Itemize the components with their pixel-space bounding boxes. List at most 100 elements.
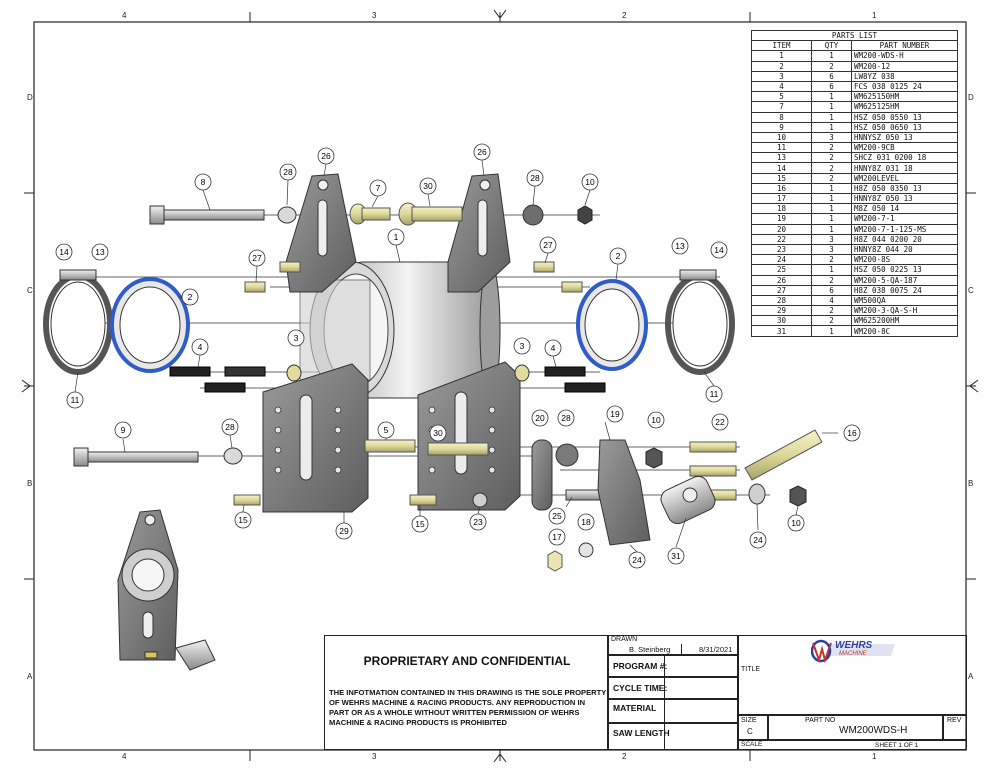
title-area: TITLE WEHRS MACHINE — [738, 635, 967, 715]
zone-col-2-bottom: 2 — [622, 752, 627, 761]
logo-text: WEHRS — [835, 640, 873, 651]
balloon-circle — [539, 236, 557, 254]
balloon-number: 10 — [791, 518, 801, 528]
balloon-number: 28 — [530, 173, 540, 183]
balloon-circle — [749, 531, 767, 549]
balloon-leader-lines — [74, 159, 838, 553]
zone-col-3-bottom: 3 — [372, 752, 377, 761]
balloon-number: 10 — [651, 415, 661, 425]
balloon-circle — [234, 511, 252, 529]
proprietary-box: PROPRIETARY AND CONFIDENTIAL THE INFOTMA… — [324, 635, 608, 750]
balloon-number: 13 — [95, 247, 105, 257]
zone-row-a: A — [27, 672, 33, 681]
item-balloon: 26 — [317, 147, 335, 165]
item-balloon: 14 — [55, 243, 73, 261]
zone-row-b: B — [27, 479, 33, 488]
part-no-label: PART NO — [805, 717, 836, 724]
assembled-inset-view — [117, 509, 216, 671]
balloon-circle — [469, 513, 487, 531]
item-balloon: 15 — [234, 511, 252, 529]
balloon-number: 10 — [585, 177, 595, 187]
item-balloon: 25 — [548, 507, 566, 525]
item-balloon: 2 — [609, 247, 627, 265]
item-balloon: 8 — [194, 173, 212, 191]
drawn-by: B. Steinberg — [629, 645, 671, 654]
balloon-number: 28 — [225, 422, 235, 432]
item-balloon: 28 — [557, 409, 575, 427]
balloon-number: 4 — [551, 343, 556, 353]
balloon-circle — [843, 424, 861, 442]
cycle-time-box: CYCLE TIME: — [608, 677, 738, 699]
item-balloon: 28 — [221, 418, 239, 436]
balloon-number: 3 — [520, 341, 525, 351]
balloon-number: 27 — [252, 253, 262, 263]
drawn-box: DRAWN B. Steinberg 8/31/2021 — [608, 635, 738, 655]
item-balloon: 3 — [287, 329, 305, 347]
balloon-circle — [411, 515, 429, 533]
balloon-circle — [513, 337, 531, 355]
zone-col-1: 1 — [872, 11, 877, 20]
balloon-circle — [577, 513, 595, 531]
balloon-number: 9 — [121, 425, 126, 435]
balloon-circle — [419, 177, 437, 195]
balloon-number: 4 — [198, 342, 203, 352]
scale-sheet-row: SCALE SHEET 1 OF 1 — [738, 740, 967, 750]
item-balloon: 10 — [581, 173, 599, 191]
balloon-number: 17 — [552, 532, 562, 542]
balloon-circle — [114, 421, 132, 439]
balloon-circle — [91, 243, 109, 261]
item-balloon: 26 — [473, 143, 491, 161]
balloon-circle — [66, 391, 84, 409]
item-balloon: 23 — [469, 513, 487, 531]
balloon-number: 29 — [339, 526, 349, 536]
program-box: PROGRAM #: — [608, 655, 738, 677]
item-balloon: 17 — [548, 528, 566, 546]
balloon-number: 7 — [376, 183, 381, 193]
balloon-number: 19 — [610, 409, 620, 419]
balloon-number: 23 — [473, 517, 483, 527]
balloon-circle — [647, 411, 665, 429]
item-balloon: 22 — [711, 413, 729, 431]
balloon-circle — [581, 173, 599, 191]
size-value: C — [747, 727, 753, 736]
zone-col-3: 3 — [372, 11, 377, 20]
rev-box: REV — [943, 715, 967, 740]
part-no-box: PART NO WM200WDS-H — [768, 715, 943, 740]
item-balloon: 24 — [628, 551, 646, 569]
item-balloon: 11 — [705, 385, 723, 403]
part-no-value: WM200WDS-H — [839, 725, 908, 736]
item-balloon: 28 — [526, 169, 544, 187]
item-part-number: WM200-8C — [851, 325, 958, 337]
size-label: SIZE — [741, 717, 757, 724]
balloon-circle — [606, 405, 624, 423]
balloon-number: 16 — [847, 428, 857, 438]
balloon-number: 15 — [238, 515, 248, 525]
program-label: PROGRAM #: — [613, 661, 668, 671]
zone-col-2: 2 — [622, 11, 627, 20]
balloon-circle — [628, 551, 646, 569]
item-balloon: 18 — [577, 513, 595, 531]
item-balloon: 5 — [377, 421, 395, 439]
value-divider — [664, 655, 665, 750]
zone-row-c: C — [27, 286, 33, 295]
balloon-circle — [667, 547, 685, 565]
balloon-circle — [369, 179, 387, 197]
balloon-circle — [531, 409, 549, 427]
zone-row-c-right: C — [968, 286, 974, 295]
balloon-number: 25 — [552, 511, 562, 521]
balloon-number: 28 — [283, 167, 293, 177]
item-balloon: 1 — [387, 228, 405, 246]
balloon-number: 26 — [321, 151, 331, 161]
wehrs-logo — [811, 639, 895, 664]
balloon-number: 20 — [535, 413, 545, 423]
cycle-time-label: CYCLE TIME: — [613, 683, 668, 693]
item-balloon: 30 — [429, 424, 447, 442]
balloon-circle — [387, 228, 405, 246]
item-balloon: 30 — [419, 177, 437, 195]
clamp-ring-parts — [43, 269, 735, 375]
balloon-number: 24 — [753, 535, 763, 545]
